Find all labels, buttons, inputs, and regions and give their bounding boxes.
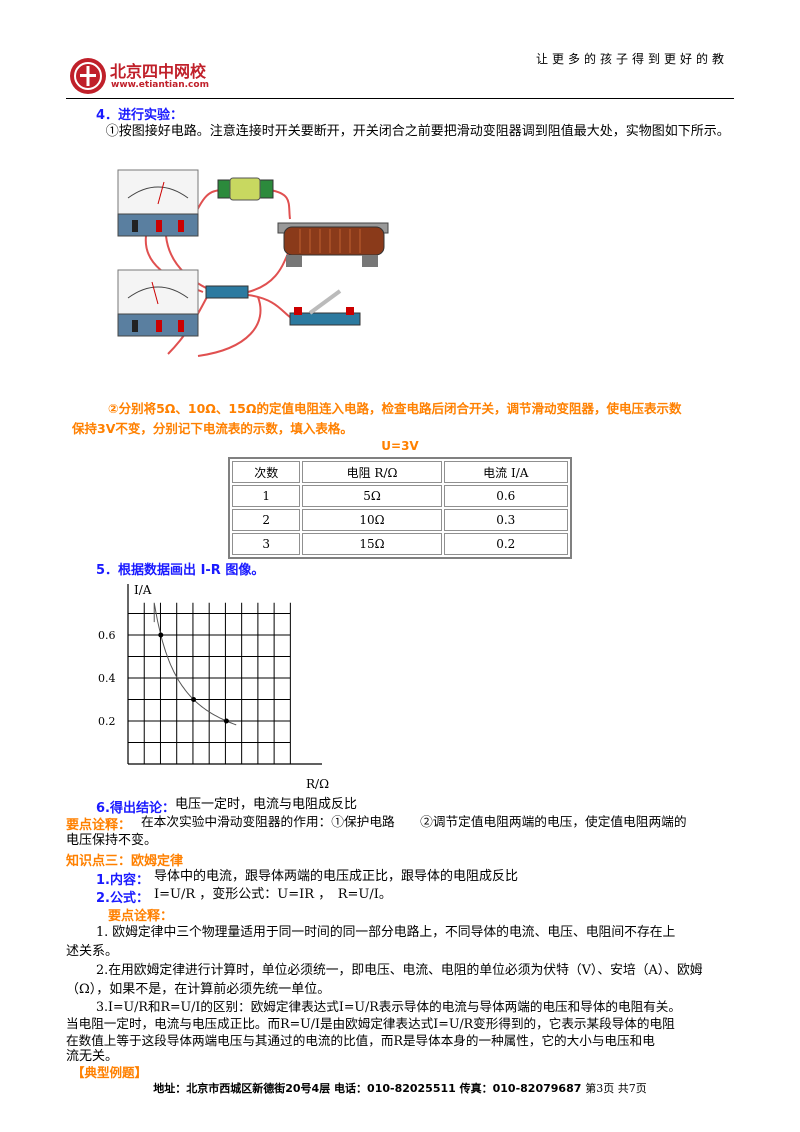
etiantian-logo (70, 58, 106, 94)
y-tick-label: 0.6 (98, 629, 116, 642)
knowledge3-item2-label: 2.公式： (96, 891, 149, 906)
keypoint1-text1: 在本次实验中滑动变阻器的作用：①保护电路 ②调节定值电阻两端的电压，使定值电阻两… (141, 814, 687, 829)
circuit-diagram (117, 169, 294, 357)
ammeter-icon (117, 169, 199, 237)
ir-chart: I/A R/Ω 0.6 0.4 0.2 (98, 583, 329, 791)
table-header-cell: 次数 (232, 461, 301, 483)
section6-text: 电压一定时，电流与电阻成反比 (175, 797, 358, 812)
table-cell: 5Ω (302, 485, 442, 507)
step2-line2: 保持3V不变，分别记下电流表的示数，填入表格。 (72, 421, 353, 436)
knowledge3-title: 知识点三：欧姆定律 (66, 854, 184, 869)
note2-line1: 2.在用欧姆定律进行计算时，单位必须统一，即电压、电流、电阻的单位必须为伏特（V… (96, 963, 703, 978)
step2-line1: ②分别将5Ω、10Ω、15Ω的定值电阻连入电路，检查电路后闭合开关，调节滑动变阻… (108, 401, 682, 416)
knowledge3-item1-label: 1.内容： (96, 873, 149, 888)
data-point (191, 697, 197, 702)
note3-line2: 当电阻一定时，电流与电压成正比。而R=U/I是由欧姆定律表达式I=U/R变形得到… (66, 1016, 675, 1031)
ir-curve (153, 602, 237, 726)
data-point (158, 632, 164, 638)
table-header-cell: 电流 I/A (443, 461, 568, 483)
table-cell: 0.6 (443, 485, 568, 507)
battery-icon (217, 177, 274, 201)
note2-line2: （Ω），如果不是，在计算前必须先统一单位。 (66, 982, 331, 997)
note3-line1: 3.I=U/R和R=U/I的区别：欧姆定律表达式I=U/R表示导体的电流与导体两… (96, 999, 681, 1014)
table-header-cell: 电阻 R/Ω (302, 461, 442, 483)
page-footer: 地址：北京市西城区新德街20号4层 电话：010-82025511 传真：010… (0, 1080, 800, 1096)
brand-name: 北京四中网校 (110, 62, 207, 81)
section4-para: ①按图接好电路。注意连接时开关要断开，开关闭合之前要把滑动变阻器调到阻值最大处，… (105, 124, 730, 139)
table-row: 3 15Ω 0.2 (232, 533, 568, 555)
y-tick-label: 0.2 (98, 715, 116, 728)
circuit-diagram-right (277, 222, 389, 326)
header-slogan: 让更多的孩子得到更好的教 (535, 52, 728, 66)
table-cell: 2 (232, 509, 301, 531)
knowledge3-item1-text: 导体中的电流，跟导体两端的电压成正比，跟导体的电阻成反比 (154, 869, 519, 884)
rheostat-icon (277, 222, 389, 267)
chart-grid (128, 602, 291, 764)
table-cell: 3 (232, 533, 301, 555)
chart-curve (153, 602, 237, 726)
keypoint1-text2: 电压保持不变。 (66, 833, 158, 848)
switch-icon (289, 289, 361, 326)
chart-points (158, 632, 229, 724)
note1-line1: 1. 欧姆定律中三个物理量适用于同一时间的同一部分电路上，不同导体的电流、电压、… (96, 925, 676, 940)
table-caption: U=3V (381, 439, 419, 453)
table-cell: 1 (232, 485, 301, 507)
brand-url: www.etiantian.com (111, 80, 209, 90)
header-divider (66, 98, 734, 99)
section4-title: 4．进行实验： (96, 108, 184, 123)
y-axis-label: I/A (134, 583, 152, 597)
knowledge3-item2-text: I=U/R ，变形公式：U=IR ， R=U/I。 (154, 887, 392, 902)
keypoint1-label: 要点诠释： (66, 818, 132, 833)
section5-title: 5．根据数据画出 I-R 图像。 (96, 563, 265, 578)
table-cell: 15Ω (302, 533, 442, 555)
y-tick-label: 0.4 (98, 672, 116, 685)
table-cell: 0.2 (443, 533, 568, 555)
note3-line3: 在数值上等于这段导体两端电压与其通过的电流的比值，而R是导体本身的一种属性，它的… (66, 1033, 655, 1048)
fixed-resistor-icon (205, 285, 249, 299)
footer-page: 第3页 共7页 (585, 1082, 647, 1095)
data-point (223, 718, 229, 724)
table-cell: 10Ω (302, 509, 442, 531)
table-row: 2 10Ω 0.3 (232, 509, 568, 531)
x-axis-label: R/Ω (306, 777, 329, 791)
typical-examples-title: 【典型例题】 (72, 1065, 148, 1080)
note1-line2: 述关系。 (66, 944, 119, 959)
knowledge3-keypoint-label: 要点诠释： (108, 909, 174, 924)
table-row: 1 5Ω 0.6 (232, 485, 568, 507)
results-table: 次数 电阻 R/Ω 电流 I/A 1 5Ω 0.6 2 10Ω 0.3 3 15… (228, 457, 572, 559)
y-tick-labels: 0.6 0.4 0.2 (98, 629, 116, 728)
footer-address: 地址：北京市西城区新德街20号4层 电话：010-82025511 传真：010… (153, 1082, 582, 1095)
note3-line4: 流无关。 (66, 1049, 119, 1064)
section6-title: 6.得出结论： (96, 801, 175, 816)
table-cell: 0.3 (443, 509, 568, 531)
table-header-row: 次数 电阻 R/Ω 电流 I/A (232, 461, 568, 483)
chart-axes (127, 584, 322, 765)
voltmeter-icon (117, 269, 199, 337)
